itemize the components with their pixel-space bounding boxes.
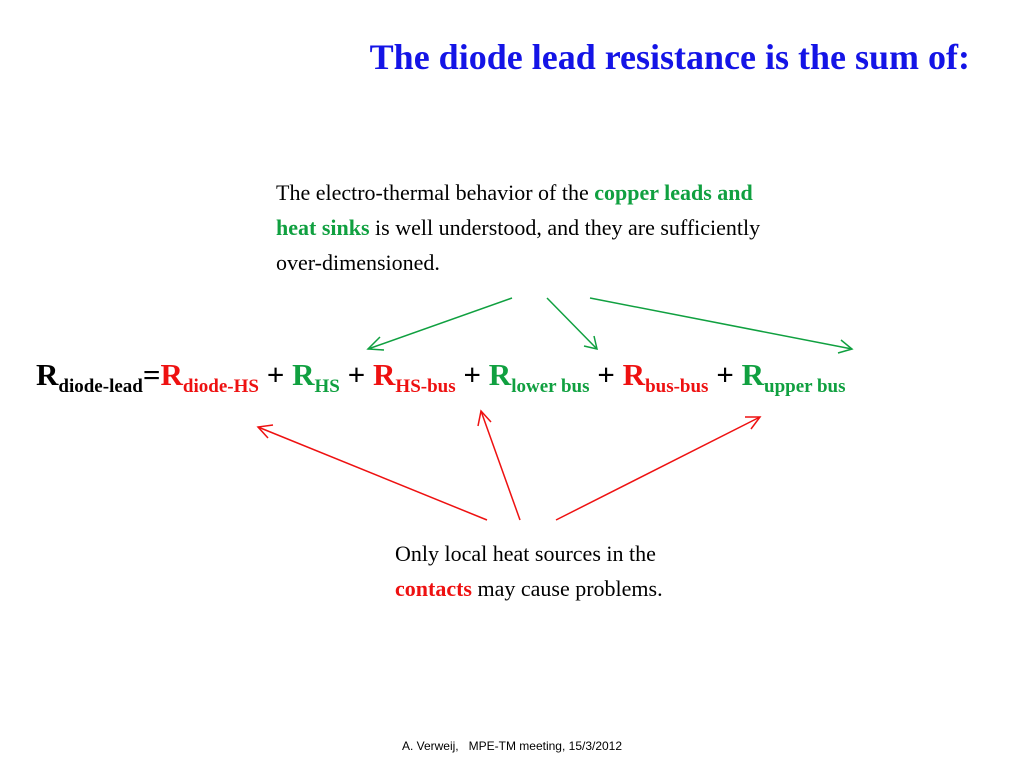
plus-sign: + <box>597 357 615 392</box>
lhs-symbol: R <box>36 357 59 392</box>
green-arrowhead <box>366 336 385 351</box>
term-bus-bus: Rbus-bus <box>622 357 709 396</box>
term-symbol: R <box>741 357 765 392</box>
term-subscript: HS-bus <box>395 376 456 398</box>
bottom-annotation: Only local heat sources in the contacts … <box>395 536 715 606</box>
top-annotation-text-start: The electro-thermal behavior of the <box>276 180 595 205</box>
term-symbol: R <box>160 357 183 392</box>
bottom-annotation-highlight: contacts <box>395 576 472 601</box>
term-subscript: lower bus <box>511 376 590 398</box>
plus-sign: + <box>463 357 482 392</box>
term-symbol: R <box>622 357 646 392</box>
green-arrow-to-r-lower-bus <box>546 297 598 350</box>
red-arrow-to-r-diode-hs <box>257 426 488 521</box>
bottom-annotation-text-end: may cause problems. <box>471 576 663 601</box>
red-arrowhead <box>477 409 492 427</box>
green-arrow-to-r-upper-bus <box>589 297 853 350</box>
term-hs-bus: RHS-bus <box>373 357 456 396</box>
red-arrow-to-r-bus-bus <box>555 416 761 521</box>
term-subscript: bus-bus <box>645 376 709 398</box>
equals-sign: = <box>142 357 161 392</box>
term-lower-bus: Rlower bus <box>488 357 590 396</box>
green-arrowhead <box>583 335 599 351</box>
plus-sign: + <box>266 357 285 392</box>
term-diode-hs: Rdiode-HS <box>160 357 259 396</box>
green-arrow-to-r-hs <box>367 297 513 350</box>
slide-footer: A. Verweij, MPE-TM meeting, 15/3/2012 <box>401 739 623 753</box>
lhs-subscript: diode-lead <box>58 376 143 398</box>
equation-lhs: Rdiode-lead <box>36 357 143 396</box>
slide-title: The diode lead resistance is the sum of: <box>369 37 970 77</box>
term-upper-bus: Rupper bus <box>741 357 846 396</box>
top-annotation-highlight: copper leads and heat sinks <box>276 180 753 240</box>
term-symbol: R <box>488 357 512 392</box>
red-arrowhead <box>745 416 762 430</box>
red-arrow-to-r-hs-bus <box>480 410 521 521</box>
green-arrowhead <box>837 339 854 354</box>
term-hs: RHS <box>292 357 340 396</box>
plus-sign: + <box>347 357 366 392</box>
resistance-equation: Rdiode-lead=Rdiode-HS + RHS + RHS-bus + … <box>36 357 846 396</box>
term-subscript: HS <box>314 376 340 398</box>
top-annotation-text-end: is well understood, and they are suffici… <box>276 215 761 275</box>
bottom-annotation-text-start: Only local heat sources in the <box>395 541 656 566</box>
term-symbol: R <box>373 357 396 392</box>
term-subscript: diode-HS <box>182 376 259 398</box>
plus-sign: + <box>716 357 734 392</box>
term-subscript: upper bus <box>764 376 846 398</box>
top-annotation: The electro-thermal behavior of the copp… <box>276 175 776 280</box>
red-arrowhead <box>256 424 274 439</box>
term-symbol: R <box>292 357 315 392</box>
